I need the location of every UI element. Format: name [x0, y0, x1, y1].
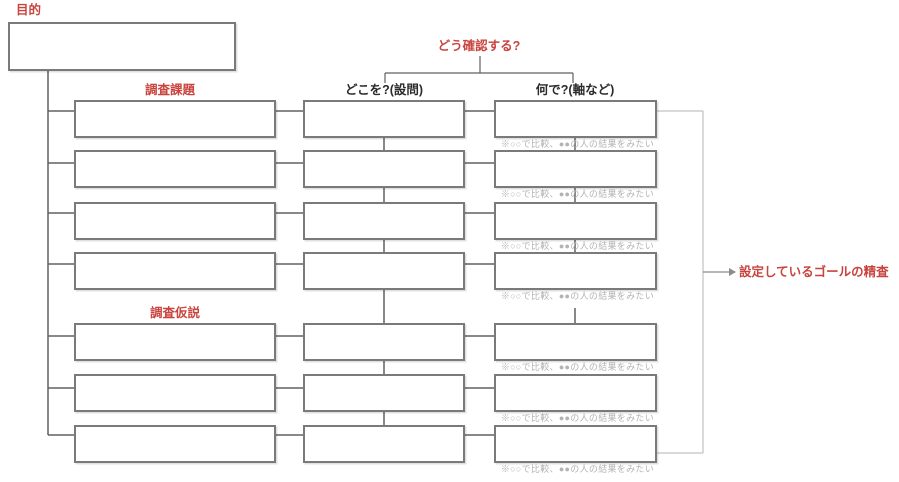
confirm-question-label: どう確認する?: [437, 39, 521, 53]
issue-box-5: [74, 323, 276, 361]
question-box-6: [303, 374, 465, 412]
issue-box-3: [74, 202, 276, 240]
issue-box-6: [74, 374, 276, 412]
note-text-5: ※○○で比較、●●の人の結果をみたい: [500, 362, 654, 372]
question-box-2: [303, 150, 465, 188]
column-header-axis: 何で?(軸など): [535, 83, 615, 97]
axis-box-4: [494, 252, 657, 290]
axis-box-6: [494, 374, 657, 412]
axis-box-7: [494, 425, 657, 463]
hypotheses-label: 調査仮説: [149, 306, 201, 320]
purpose-box: [8, 22, 236, 71]
note-text-6: ※○○で比較、●●の人の結果をみたい: [500, 413, 654, 423]
arrowhead-icon: [729, 268, 736, 276]
issue-box-4: [74, 252, 276, 290]
issue-box-7: [74, 425, 276, 463]
column-header-where: どこを?(設問): [344, 83, 424, 97]
issue-box-1: [74, 100, 276, 138]
axis-box-1: [494, 100, 657, 138]
axis-box-5: [494, 323, 657, 361]
axis-box-3: [494, 202, 657, 240]
purpose-label: 目的: [16, 3, 42, 17]
question-box-4: [303, 252, 465, 290]
note-text-1: ※○○で比較、●●の人の結果をみたい: [500, 139, 654, 149]
question-box-5: [303, 323, 465, 361]
issue-box-2: [74, 150, 276, 188]
note-text-7: ※○○で比較、●●の人の結果をみたい: [500, 464, 654, 474]
question-box-3: [303, 202, 465, 240]
goal-label: 設定しているゴールの精査: [739, 265, 889, 279]
question-box-7: [303, 425, 465, 463]
question-box-1: [303, 100, 465, 138]
note-text-2: ※○○で比較、●●の人の結果をみたい: [500, 189, 654, 199]
axis-box-2: [494, 150, 657, 188]
issues-label: 調査課題: [144, 83, 196, 97]
note-text-3: ※○○で比較、●●の人の結果をみたい: [500, 241, 654, 251]
note-text-4: ※○○で比較、●●の人の結果をみたい: [500, 291, 654, 301]
